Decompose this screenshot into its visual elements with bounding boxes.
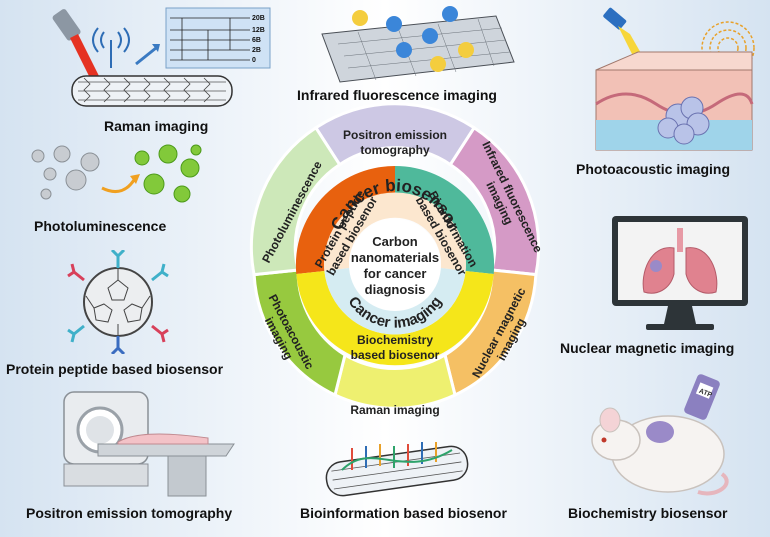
middle-ring <box>295 165 495 366</box>
level-label: 0 <box>252 57 256 64</box>
center-title: Carbon nanomaterials for cancer diagnosi… <box>351 234 439 297</box>
infrared-illustration <box>321 6 515 83</box>
inner-ring <box>324 192 466 335</box>
antibody-icon <box>67 250 169 354</box>
svg-text:tomography: tomography <box>360 143 430 157</box>
atp-sensor-icon: ATP <box>684 374 720 420</box>
fullerene-icon <box>83 267 153 337</box>
outer-sector-photoluminescence <box>249 125 342 277</box>
mouse-icon <box>591 407 729 496</box>
photoacoustic-illustration <box>595 7 755 151</box>
caption-protein: Protein peptide based biosensor <box>6 361 224 377</box>
svg-text:based biosenor: based biosenor <box>351 348 440 362</box>
svg-text:Positron emission: Positron emission <box>343 128 447 142</box>
atp-label: ATP <box>698 388 713 400</box>
protein-illustration <box>67 250 169 354</box>
middle-sector-protein <box>295 165 395 274</box>
flashlight-icon <box>603 7 627 30</box>
middle-sector-biochem <box>296 271 494 366</box>
caption-photoluminescence: Photoluminescence <box>34 218 167 234</box>
bioinfo-illustration <box>325 442 469 497</box>
signal-icon <box>92 27 130 53</box>
middle-label-biochem: Biochemistry based biosenor <box>351 333 440 362</box>
middle-sector-bioinfo <box>395 165 495 274</box>
caption-nmr: Nuclear magnetic imaging <box>560 340 735 356</box>
arrow-icon <box>101 179 136 194</box>
energy-level-chart: 20B 12B 6B 2B 0 <box>165 7 271 69</box>
caption-infrared: Infrared fluorescence imaging <box>297 87 497 103</box>
photoluminescence-illustration <box>31 144 202 203</box>
outer-ring <box>249 102 541 410</box>
level-label: 2B <box>252 47 261 54</box>
quantum-dot-green-icon <box>134 144 202 203</box>
laser-beam-icon <box>70 34 100 82</box>
svg-text:Biochemistry: Biochemistry <box>357 333 433 347</box>
laser-device-icon <box>52 9 81 41</box>
caption-photoacoustic: Photoacoustic imaging <box>576 161 731 177</box>
biochem-illustration: ATP <box>591 374 729 496</box>
center-line-4: diagnosis <box>365 282 426 297</box>
nanoparticle-icon <box>352 6 474 72</box>
level-label: 6B <box>252 37 261 44</box>
caption-bioinfo: Bioinformation based biosenor <box>300 505 507 521</box>
svg-text:Raman imaging: Raman imaging <box>350 403 439 417</box>
caption-raman: Raman imaging <box>104 118 209 134</box>
inner-ring-biosensor <box>324 192 466 271</box>
outer-label-positron: Positron emission tomography <box>343 128 447 157</box>
center-line-3: for cancer <box>364 266 427 281</box>
caption-biochem: Biochemistry biosensor <box>568 505 728 521</box>
level-label: 12B <box>252 27 265 34</box>
scanner-icon <box>63 391 149 487</box>
raman-illustration: 20B 12B 6B 2B 0 <box>52 7 271 107</box>
pet-illustration <box>63 391 235 497</box>
lungs-icon <box>642 228 718 294</box>
bed-icon <box>97 433 235 497</box>
quantum-dot-gray-icon <box>31 145 100 200</box>
dna-strand-icon <box>341 442 453 471</box>
center-line-1: Carbon <box>372 234 418 249</box>
nmr-illustration <box>612 216 748 330</box>
outer-label-raman: Raman imaging <box>350 403 439 417</box>
nanotube-icon <box>71 75 233 107</box>
center-line-2: nanomaterials <box>351 250 439 265</box>
graphene-sheet-icon <box>321 15 515 83</box>
arrow-icon <box>135 46 157 66</box>
center-disc <box>349 219 441 311</box>
tumor-icon <box>657 96 710 145</box>
inner-ring-imaging <box>324 268 466 335</box>
level-label: 20B <box>252 15 265 22</box>
caption-pet: Positron emission tomography <box>26 505 233 521</box>
